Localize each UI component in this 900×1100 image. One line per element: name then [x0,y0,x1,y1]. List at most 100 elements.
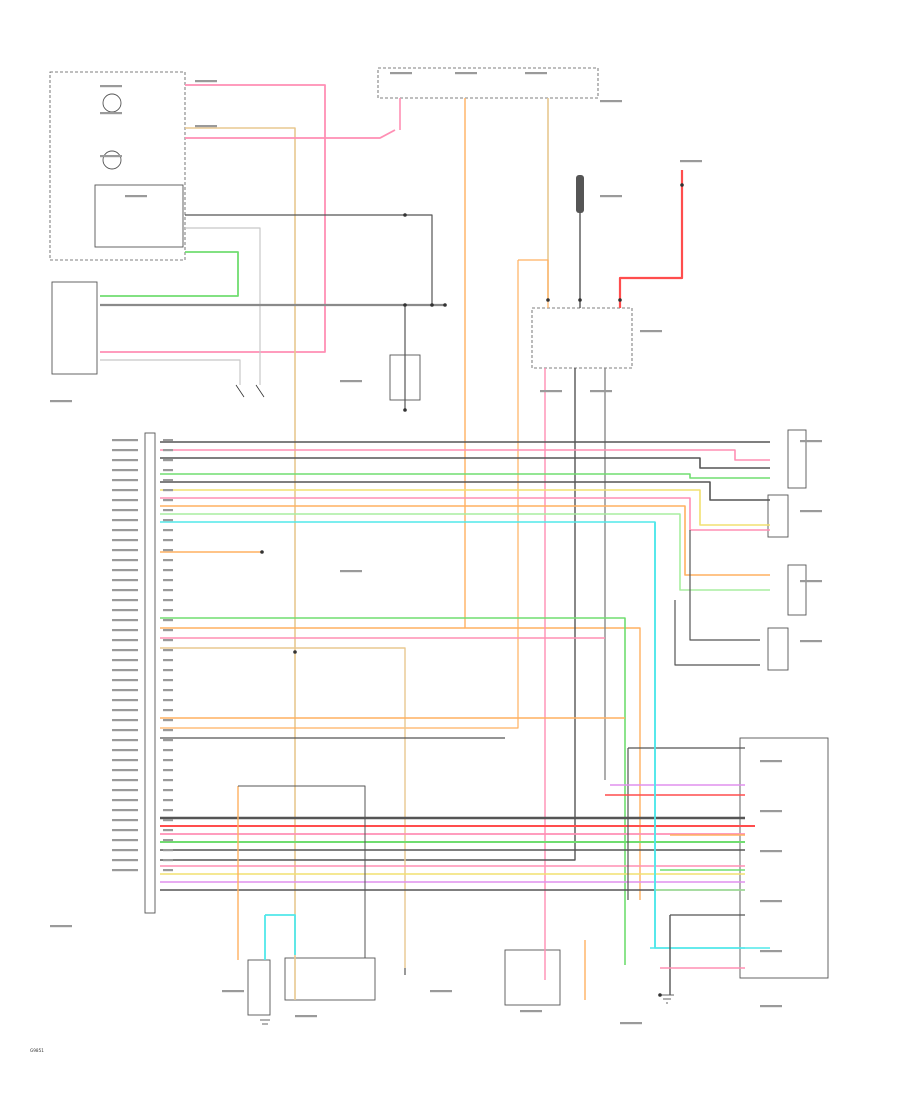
ground-symbols [235,384,265,398]
component-label-28 [620,1022,642,1025]
ecu-pin-num-19 [163,619,173,622]
splice-dot-8 [618,298,622,302]
ecu-pin-label-33 [112,759,138,762]
component-label-22 [760,900,782,903]
component-label-3 [100,155,122,158]
ecu-pin-label-12 [112,549,138,552]
wire-sensor-5 [160,481,770,501]
ecu-pin-num-25 [163,679,173,682]
wire-ecu-green [160,617,626,965]
ecu-pin-num-28 [163,709,173,712]
switch-box [51,281,98,375]
component-label-11 [680,160,702,163]
ecu-pin-num-36 [163,789,173,792]
ecu-pin-num-7 [163,499,173,502]
motor-symbol-2 [102,150,122,170]
wire-sensor-4 [160,473,770,479]
wire-darkgray-relay [185,214,433,305]
ecu-pin-num-3 [163,459,173,462]
component-label-13 [640,330,662,333]
component-label-30 [50,400,72,403]
ecu-pin-label-16 [112,589,138,592]
ecu-pin-num-17 [163,599,173,602]
component-label-2 [100,112,122,115]
ecu-pin-num-31 [163,739,173,742]
component-label-31 [50,925,72,928]
ecu-pin-num-9 [163,519,173,522]
ecu-pin-label-37 [112,799,138,802]
wire-green-left [100,251,239,297]
ecu-pin-num-14 [163,569,173,572]
splice-dot-11 [443,303,447,307]
ecu-pin-label-11 [112,539,138,542]
ecu-pin-label-1 [112,439,138,442]
ecu-pin-num-32 [163,749,173,752]
ecu-pin-label-17 [112,599,138,602]
ecu-pin-label-9 [112,519,138,522]
fusible-link [576,175,584,213]
ecu-pin-label-7 [112,499,138,502]
ecu-pin-label-21 [112,639,138,642]
splice-dot-1 [403,213,407,217]
component-label-4 [125,195,147,198]
component-label-5 [195,80,217,83]
ground-bottom-left [260,1019,270,1025]
component-label-9 [525,72,547,75]
wire-ecu-tan [160,647,406,968]
ecu-pin-num-22 [163,649,173,652]
ecu-pin-label-28 [112,709,138,712]
lf-sensor-box [787,429,807,489]
splice-dot-7 [578,298,582,302]
ecu-pin-label-39 [112,819,138,822]
splices [260,183,684,997]
ecu-pin-num-18 [163,609,173,612]
ecu-pin-label-38 [112,809,138,812]
component-label-8 [455,72,477,75]
component-label-24 [222,990,244,993]
component-label-6 [195,125,217,128]
wire-orange-long [464,98,641,900]
ecu-pin-label-35 [112,779,138,782]
ecu-pin-num-33 [163,759,173,762]
motor-symbol [102,93,122,113]
ecu-pin-num-29 [163,719,173,722]
splice-dot-6 [546,298,550,302]
ecu-pin-num-35 [163,779,173,782]
components [49,67,829,1025]
splice-dot-3 [403,303,407,307]
ecu-pin-label-44 [112,869,138,872]
abs-control-relay [531,307,633,369]
component-label-26 [430,990,452,993]
wire-sensor-9 [160,513,770,591]
ecu-pin-num-20 [163,629,173,632]
wire-orange-ecu [160,260,519,729]
fuse-block-outline [377,67,599,99]
splice-dot-12 [658,993,662,997]
ecu-pin-num-44 [163,869,173,872]
stop-lamp-switch [504,949,561,1006]
ecu-pin-label-22 [112,649,138,652]
ground-bottom-right [660,994,674,1004]
ecu-pin-num-8 [163,509,173,512]
component-label-12 [600,195,622,198]
ecu-pin-num-38 [163,809,173,812]
ecu-pin-num-23 [163,659,173,662]
component-label-27 [520,1010,542,1013]
ecu-pin-num-15 [163,579,173,582]
ecu-pin-num-2 [163,449,173,452]
wire-sensor-6 [160,489,770,526]
ecu-pin-label-25 [112,679,138,682]
ecu-pin-label-5 [112,479,138,482]
wire-white-gnd [185,227,261,385]
ecu-pin-num-16 [163,589,173,592]
ecu-pin-label-4 [112,469,138,472]
ecu-pin-label-10 [112,529,138,532]
wire-white-2 [100,359,241,385]
ecu-pin-num-43 [163,859,173,862]
ecu-pin-label-43 [112,859,138,862]
ecu-pin-label-24 [112,669,138,672]
component-label-32 [340,380,362,383]
ecu-pin-num-39 [163,819,173,822]
relay-box-outline [49,71,186,261]
wire-sensor-7 [160,497,770,531]
